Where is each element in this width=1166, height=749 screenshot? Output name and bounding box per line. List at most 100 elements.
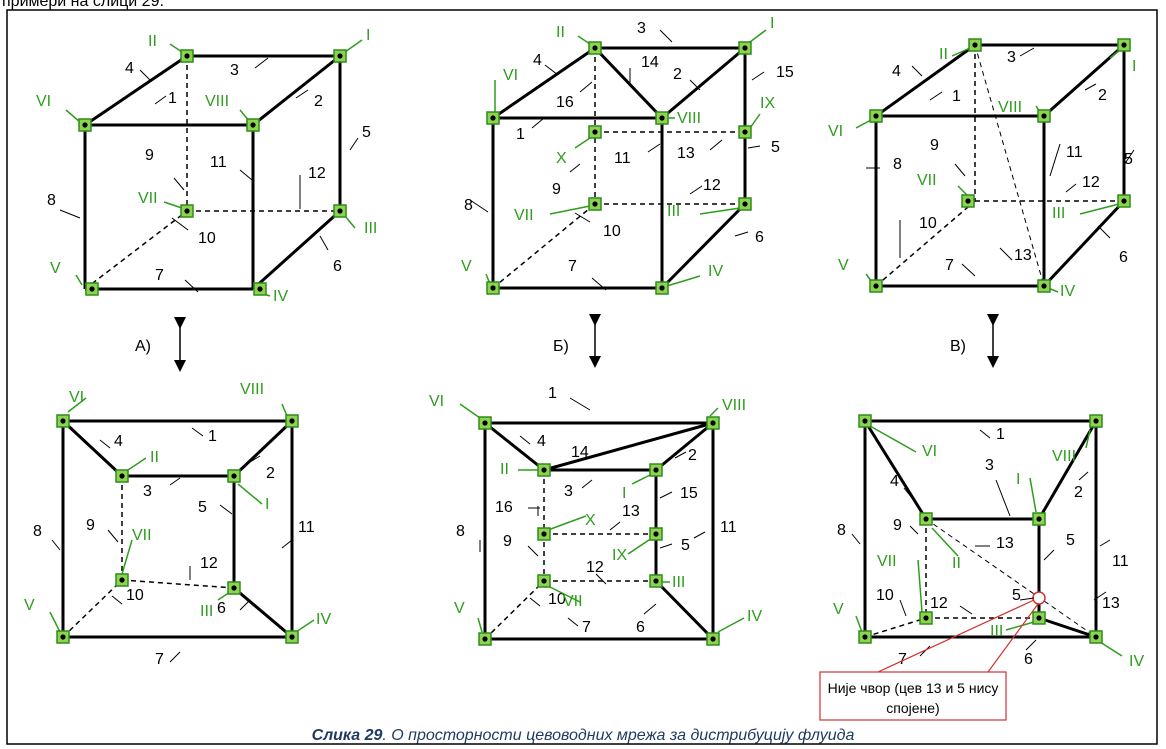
node-square [478,632,492,646]
svg-text:9: 9 [552,181,561,198]
panel-c-planar-node-leaders [855,425,1123,657]
node-square [333,204,347,218]
svg-text:7: 7 [945,257,954,274]
svg-text:VI: VI [922,443,937,460]
node-square [1117,38,1131,52]
panel-a-cube [59,54,359,293]
svg-text:VI: VI [36,93,51,110]
node-square [858,630,872,644]
node-square [115,573,129,587]
svg-text:7: 7 [568,258,577,275]
node-square [78,118,92,132]
svg-text:12: 12 [930,595,948,612]
svg-text:I: I [622,485,626,502]
svg-text:12: 12 [200,555,218,572]
node-square [180,49,194,63]
svg-text:8: 8 [893,156,902,173]
svg-text:8: 8 [837,522,846,539]
svg-text:I: I [1016,471,1020,488]
node-square [738,125,752,139]
svg-text:1: 1 [208,428,217,445]
top-strip-text: примери на слици 29. [2,0,164,10]
svg-text:VII: VII [514,207,534,224]
node-square [537,527,551,541]
svg-text:IV: IV [708,263,723,280]
caption-bold: Слика 29 [312,727,383,744]
node-square [1117,194,1131,208]
svg-text:V: V [24,597,35,614]
svg-text:3: 3 [230,62,239,79]
panel-a-planar-labels: 1 4 2 3 5 9 8 11 12 10 6 7 VI VIII II I … [24,381,331,668]
svg-text:X: X [585,512,596,529]
svg-text:8: 8 [47,192,56,209]
svg-text:I: I [265,496,269,513]
svg-text:13: 13 [1102,595,1120,612]
svg-text:6: 6 [1024,651,1033,668]
note-pointers [877,599,1039,673]
svg-text:9: 9 [503,533,512,550]
svg-text:7: 7 [155,651,164,668]
svg-text:3: 3 [143,483,152,500]
node-square [706,416,720,430]
svg-text:VIII: VIII [998,99,1022,116]
svg-text:II: II [150,449,159,466]
svg-text:1: 1 [996,426,1005,443]
svg-text:10: 10 [548,591,566,608]
svg-text:2: 2 [1098,87,1107,104]
svg-text:6: 6 [333,258,342,275]
svg-text:5: 5 [1066,532,1075,549]
svg-text:9: 9 [86,517,95,534]
svg-text:I: I [1132,58,1136,75]
svg-text:1: 1 [548,385,557,402]
panel-b-label: Б) [553,338,569,355]
svg-text:3: 3 [564,483,573,500]
svg-text:III: III [200,603,213,620]
svg-text:III: III [667,203,680,220]
node-square [588,41,602,55]
node-square [738,197,752,211]
svg-text:5: 5 [681,537,690,554]
svg-text:VIII: VIII [722,397,746,414]
panel-c-cube-labels: 4 3 1 2 11 5 9 8 12 10 13 6 7 II I VI VI… [828,46,1136,300]
node-square [246,118,260,132]
svg-text:16: 16 [495,499,513,516]
svg-text:VII: VII [132,527,152,544]
svg-text:VIII: VIII [205,93,229,110]
svg-text:II: II [148,33,157,50]
svg-text:11: 11 [720,519,737,536]
svg-text:15: 15 [776,64,794,81]
svg-text:5: 5 [771,139,780,156]
svg-text:6: 6 [217,600,226,617]
svg-text:10: 10 [603,223,621,240]
svg-text:IV: IV [1129,653,1144,670]
panel-b-cube-labels: 3 4 14 2 15 16 1 11 13 5 9 8 12 10 6 7 I… [461,15,794,280]
panel-c-label: В) [950,338,966,355]
svg-text:III: III [672,574,685,591]
panel-a-planar [51,419,294,663]
node-square [115,469,129,483]
node-square [285,630,299,644]
node-square [858,414,872,428]
svg-text:III: III [990,623,1003,640]
node-square [919,512,933,526]
svg-text:IX: IX [612,547,627,564]
svg-text:8: 8 [464,197,473,214]
svg-text:V: V [833,601,844,618]
svg-text:4: 4 [892,63,901,80]
svg-text:12: 12 [308,165,326,182]
node-square [537,463,551,477]
svg-text:6: 6 [636,619,645,636]
svg-text:16: 16 [556,94,574,111]
svg-text:VII: VII [917,172,937,189]
svg-text:13: 13 [677,145,695,162]
node-square [486,111,500,125]
svg-text:1: 1 [516,126,525,143]
node-square [227,469,241,483]
node-square [1037,279,1051,293]
svg-text:3: 3 [985,457,994,474]
svg-text:6: 6 [755,229,764,246]
svg-text:IV: IV [316,611,331,628]
svg-text:13: 13 [996,535,1014,552]
svg-text:3: 3 [1007,49,1016,66]
node-square [537,574,551,588]
